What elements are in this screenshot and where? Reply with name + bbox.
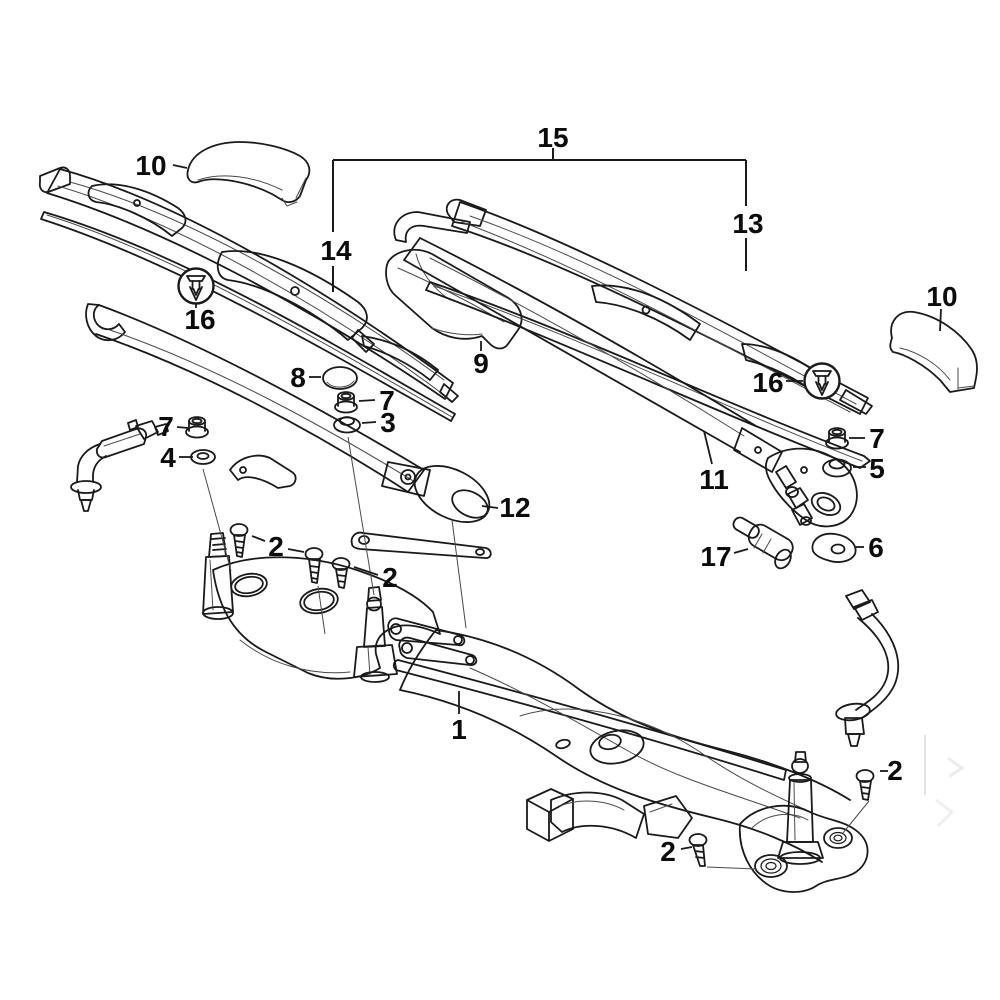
part-label-17: 17 [700,541,731,572]
wiper-linkage-frame [202,532,869,893]
leader-line-11 [703,430,713,465]
washer-5 [822,458,852,478]
alignment-line [317,585,326,635]
part-label-6: 6 [868,532,884,563]
part-label-12: 12 [499,492,530,523]
part-label-9: 9 [473,348,489,379]
washer-4 [190,449,216,465]
part-label-5: 5 [869,453,885,484]
wiper-arm-right [393,211,858,528]
part-label-4: 4 [160,442,176,473]
wiper-blade-right [425,198,873,469]
part-label-16-right: 16 [752,367,783,398]
leader-line-2-console-a [287,548,305,553]
screw-2-console-2 [304,547,324,584]
part-label-14: 14 [320,235,352,266]
alignment-line [451,519,467,629]
screw-2-console-3 [331,557,351,589]
leader-line-10-left [172,164,188,169]
screw-2-plate-left [688,833,708,867]
part-label-7-left: 7 [158,411,174,442]
wiper-arm-cover-left [186,141,311,207]
sealing-cap-8 [322,366,358,390]
leader-line-12 [481,505,499,509]
blade-clip-icon-16-left [177,267,215,305]
arm-pivot-cover-9 [385,248,523,350]
leader-line-7-middle [358,399,376,402]
part-label-10-left: 10 [135,150,166,181]
check-valve-17 [732,516,794,570]
part-label-7-middle: 7 [379,385,395,416]
part-label-15: 15 [537,122,568,153]
screw-2-plate-right [855,769,875,801]
leader-line-2-console-b [353,566,379,576]
part-label-2-plate-left: 2 [660,836,676,867]
blade-clip-icon-16-right [803,362,841,400]
part-label-3: 3 [380,407,396,438]
gasket-6 [811,532,857,563]
washer-hose-right [835,589,900,747]
hex-nut-7-middle [334,391,358,414]
leader-line-2-plate-left [680,846,693,850]
wiper-arm-left [85,303,492,559]
part-label-11: 11 [699,464,729,495]
washer-nozzle-left [70,419,169,512]
part-label-7-right: 7 [869,423,885,454]
part-label-1: 1 [451,714,467,745]
washer-3 [333,416,361,434]
alignment-line [202,468,232,572]
wiper-blade-left [38,166,459,422]
screw-2-console-1 [229,523,249,558]
alignment-line [706,866,757,870]
faint-watermark-marks [924,735,965,828]
part-label-2-console-b: 2 [382,562,398,593]
leader-line-2-console-a [251,535,266,542]
alignment-line [347,436,375,596]
leader-line-10-right [939,308,942,332]
part-label-2-console-a: 2 [268,531,284,562]
hex-nut-7-right [825,427,849,450]
part-label-13: 13 [732,208,763,239]
part-label-10-right: 10 [926,281,957,312]
leader-line-17 [733,548,749,554]
part-label-8: 8 [290,362,306,393]
part-label-2-plate-right: 2 [887,755,903,786]
alignment-line [842,800,870,834]
leader-line-7-left [176,426,189,429]
leader-line-3 [361,421,377,424]
wiper-arm-cover-right [889,310,978,393]
part-label-16-left: 16 [184,304,215,335]
hex-nut-7-left [185,416,209,439]
